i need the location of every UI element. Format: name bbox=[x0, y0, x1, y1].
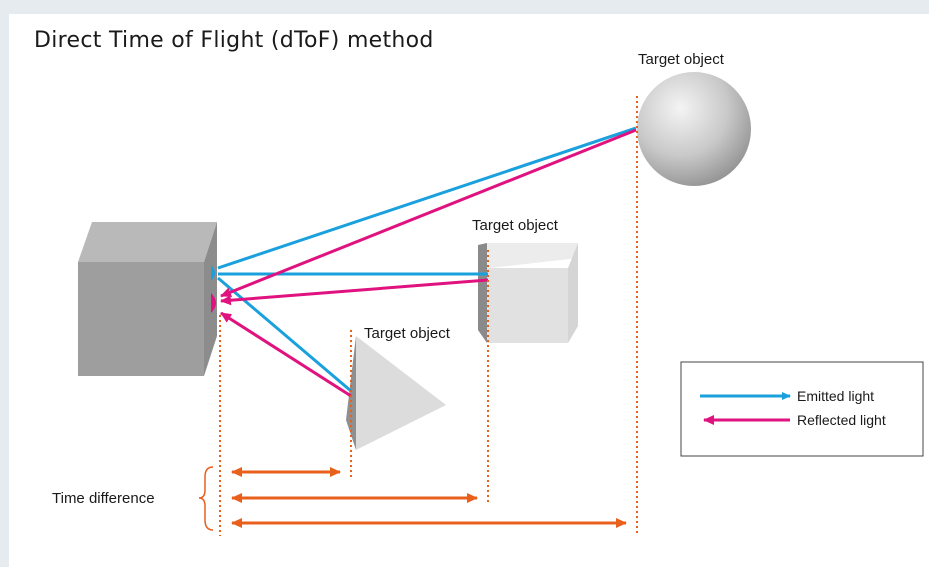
legend: Emitted light Reflected light bbox=[680, 361, 924, 457]
cube-target bbox=[478, 243, 578, 343]
pyramid-target bbox=[346, 336, 446, 450]
legend-emitted-label: Emitted light bbox=[797, 388, 874, 404]
time-difference-brace bbox=[198, 466, 214, 531]
cube-target-label: Target object bbox=[472, 217, 559, 234]
time-difference-label: Time difference bbox=[52, 490, 155, 507]
receiver-icon bbox=[211, 293, 216, 313]
reflected-light-rays bbox=[220, 128, 637, 398]
sphere-target-label: Target object bbox=[638, 51, 725, 68]
time-difference-arrows bbox=[231, 467, 627, 528]
diagram-title: Direct Time of Flight (dToF) method bbox=[34, 28, 434, 53]
pyramid-target-label: Target object bbox=[364, 325, 451, 342]
legend-reflected-label: Reflected light bbox=[797, 412, 886, 428]
emitter-icon bbox=[211, 265, 215, 281]
sensor-box bbox=[78, 222, 217, 376]
sphere-target bbox=[637, 72, 751, 186]
emitted-light-rays bbox=[217, 126, 637, 393]
reference-lines bbox=[219, 96, 638, 536]
